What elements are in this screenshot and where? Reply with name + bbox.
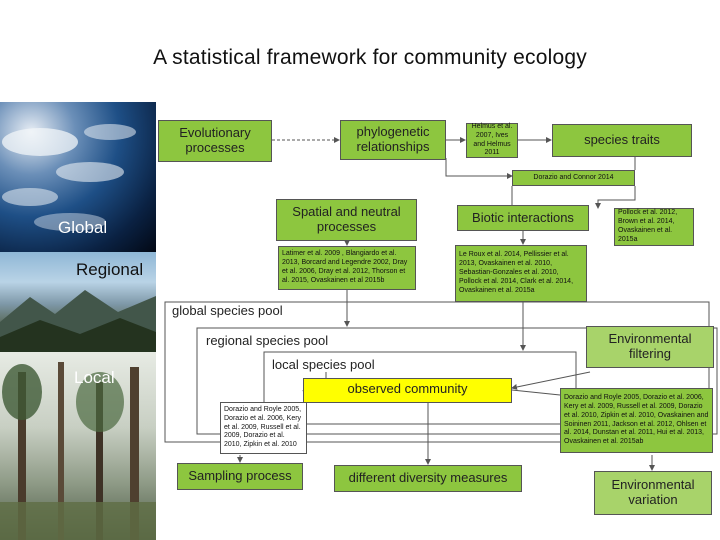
regional-landscape-image (0, 252, 156, 352)
environmental-filtering-box: Environmental filtering (586, 326, 714, 368)
environmental-variation-box: Environmental variation (594, 471, 712, 515)
evolutionary-processes-label: Evolutionary processes (179, 125, 251, 155)
biotic-interactions-label: Biotic interactions (472, 209, 574, 225)
sampling-process-label: Sampling process (188, 468, 292, 484)
spatial-neutral-processes-box: Spatial and neutral processes (276, 199, 417, 241)
forest-trees-graphic (0, 362, 156, 540)
latimer-ref-text: Latimer et al. 2009 , Blangiardo et al. … (282, 250, 408, 284)
phylogenetic-relationships-box: phylogenetic relationships (340, 120, 446, 160)
regional-species-pool-label: regional species pool (206, 333, 329, 348)
dorazio-connor-ref-box: Dorazio and Connor 2014 (512, 170, 635, 186)
diversity-measures-label: different diversity measures (348, 470, 508, 486)
sampling-process-box: Sampling process (177, 463, 303, 490)
environmental-refs-text: Dorazio and Royle 2005, Dorazio et al. 2… (564, 393, 709, 446)
species-traits-box: species traits (552, 124, 692, 157)
pollock-ref-text: Pollock et al. 2012, Brown et al. 2014, … (618, 209, 678, 243)
leroux-ref-box: Le Roux et al. 2014, Pellissier et al. 2… (455, 245, 587, 302)
scale-label-regional: Regional (76, 260, 144, 279)
pollock-ref-box: Pollock et al. 2012, Brown et al. 2014, … (614, 208, 694, 246)
page-title: A statistical framework for community ec… (153, 46, 587, 69)
diversity-measures-box: different diversity measures (334, 465, 522, 492)
spatial-neutral-processes-label: Spatial and neutral processes (292, 204, 401, 234)
dorazio-royle-ref-box: Dorazio and Royle 2005, Dorazio et al. 2… (220, 402, 307, 454)
scale-label-local: Local (74, 368, 115, 387)
environmental-variation-label: Environmental variation (611, 477, 695, 507)
local-species-pool-label: local species pool (272, 357, 375, 372)
global-species-pool-label: global species pool (172, 303, 283, 318)
species-traits-label: species traits (584, 132, 660, 148)
dorazio-royle-ref-text: Dorazio and Royle 2005, Dorazio et al. 2… (224, 405, 302, 449)
observed-community-label: observed community (347, 381, 468, 396)
environmental-refs-box: Dorazio and Royle 2005, Dorazio et al. 2… (560, 388, 713, 453)
phylogenetic-relationships-label: phylogenetic relationships (356, 124, 430, 154)
mountains-graphic (0, 290, 156, 352)
evolutionary-processes-box: Evolutionary processes (158, 120, 272, 162)
dorazio-connor-ref-text: Dorazio and Connor 2014 (533, 173, 614, 181)
environmental-filtering-label: Environmental filtering (608, 331, 692, 361)
biotic-interactions-box: Biotic interactions (457, 205, 589, 231)
helmus-ref-box: Helmus et al. 2007, Ives and Helmus 2011 (466, 123, 518, 158)
scale-label-global: Global (58, 218, 108, 237)
earth-clouds-graphic (2, 124, 136, 231)
leroux-ref-text: Le Roux et al. 2014, Pellissier et al. 2… (459, 251, 574, 294)
observed-community-box: observed community (303, 378, 512, 403)
helmus-ref-text: Helmus et al. 2007, Ives and Helmus 2011 (471, 122, 513, 157)
latimer-ref-box: Latimer et al. 2009 , Blangiardo et al. … (278, 246, 416, 290)
local-forest-image (0, 352, 156, 540)
earth-image (0, 102, 156, 252)
